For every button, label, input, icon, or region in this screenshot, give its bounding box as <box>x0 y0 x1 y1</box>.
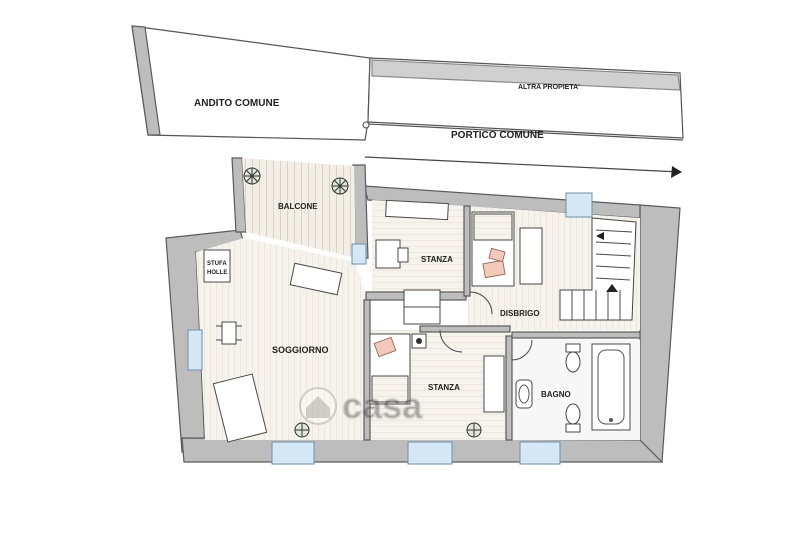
nightstand <box>519 227 543 285</box>
andito-left-wall <box>131 25 161 136</box>
label-bagno: BAGNO <box>541 390 571 399</box>
label-stufa-line2: HOLLE <box>207 270 227 276</box>
toilet-icon <box>565 343 581 373</box>
wall-stanza-bagno <box>505 335 513 441</box>
wardrobe-bottom <box>483 355 505 413</box>
label-stanza-top: STANZA <box>421 255 453 264</box>
label-stanza-bottom: STANZA <box>428 383 460 392</box>
lamp-icon <box>416 338 422 344</box>
label-disbrigo: DISBRIGO <box>500 309 540 318</box>
door-stanza-bottom <box>439 329 463 353</box>
portico-arrow-head <box>671 166 682 178</box>
tv-cabinet <box>289 262 343 296</box>
wall-corridor-bottom <box>419 325 511 333</box>
stufa-box <box>203 249 231 283</box>
window-top-right <box>565 192 593 218</box>
portico-column <box>362 121 370 129</box>
sink-icon <box>515 379 533 409</box>
watermark-text: casa <box>342 385 423 426</box>
outer-wall-right <box>639 204 681 464</box>
balcone-floor <box>242 158 356 258</box>
label-portico-comune: PORTICO COMUNE <box>451 130 544 141</box>
desk <box>375 239 401 269</box>
bed-bottom <box>369 333 411 405</box>
wall-disbrigo-bagno <box>511 331 641 339</box>
andito-comune-area <box>131 25 371 141</box>
altra-proprieta-fill <box>371 59 681 91</box>
bed-top <box>471 211 515 287</box>
wall-stanza-disbrigo <box>463 205 471 297</box>
stanza-top-floor <box>372 200 468 298</box>
window-bottom-1 <box>271 441 315 465</box>
staircase <box>559 217 637 321</box>
bathtub-icon <box>591 343 631 431</box>
portico-edge <box>367 123 684 141</box>
label-soggiorno: SOGGIORNO <box>272 345 329 355</box>
window-balcone <box>351 243 367 265</box>
watermark-logo: casa <box>299 384 424 427</box>
label-balcone: BALCONE <box>278 202 318 211</box>
label-altra-proprieta: ALTRA PROPIETA' <box>518 84 580 91</box>
plant-icon <box>466 422 482 438</box>
label-andito-comune: ANDITO COMUNE <box>194 98 280 109</box>
sofa <box>212 373 268 443</box>
door-stanza-top <box>469 291 493 315</box>
plant-icon <box>294 422 310 438</box>
plant-icon <box>331 177 349 195</box>
window-left-1 <box>187 329 203 371</box>
door-bagno <box>511 339 533 361</box>
window-bottom-3 <box>519 441 561 465</box>
plant-icon <box>243 167 261 185</box>
chair <box>397 247 409 263</box>
portico-arrow-line <box>364 156 681 173</box>
bidet-icon <box>565 403 581 433</box>
wardrobe <box>385 199 449 221</box>
label-stufa-line1: STUFA <box>207 261 227 267</box>
window-bottom-2 <box>407 441 453 465</box>
dining-table <box>216 321 242 345</box>
